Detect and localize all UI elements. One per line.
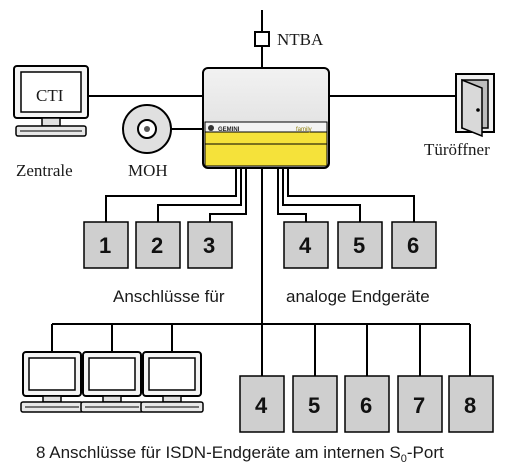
analog-port-1-label: 1 bbox=[99, 233, 111, 258]
isdn-port-4-label: 4 bbox=[255, 393, 268, 418]
isdn-port-7: 7 bbox=[397, 375, 443, 433]
isdn-port-5: 5 bbox=[292, 375, 338, 433]
isdn-pc-2-icon bbox=[80, 351, 144, 413]
ntba-label: NTBA bbox=[277, 30, 324, 49]
analog-port-3: 3 bbox=[187, 221, 233, 269]
pbx-model: family bbox=[296, 127, 312, 133]
footer-subscript: 0 bbox=[401, 453, 407, 465]
footer-caption: 8 Anschlüsse für ISDN-Endgeräte am inter… bbox=[36, 443, 444, 465]
analog-wiring bbox=[105, 168, 415, 324]
footer-main: 8 Anschlüsse für ISDN-Endgeräte am inter… bbox=[36, 443, 401, 462]
anschluesse-fuer-label: Anschlüsse für bbox=[113, 287, 225, 306]
isdn-port-8-label: 8 bbox=[464, 393, 476, 418]
analog-port-6-label: 6 bbox=[407, 233, 419, 258]
analog-port-4: 4 bbox=[283, 221, 329, 269]
pbx-logo-icon bbox=[208, 125, 214, 131]
analog-port-1: 1 bbox=[83, 221, 129, 269]
zentrale-label: Zentrale bbox=[16, 161, 73, 180]
analog-port-2: 2 bbox=[135, 221, 181, 269]
isdn-port-4: 4 bbox=[239, 375, 285, 433]
isdn-port-7-label: 7 bbox=[413, 393, 425, 418]
analog-port-5: 5 bbox=[337, 221, 383, 269]
tueroeffner-label: Türöffner bbox=[424, 140, 490, 159]
analog-port-3-label: 3 bbox=[203, 233, 215, 258]
cti-computer-icon bbox=[13, 65, 89, 137]
pbx-unit: GEMINI family bbox=[202, 67, 330, 169]
pbx-brand: GEMINI bbox=[218, 127, 240, 133]
analoge-endgeraete-label: analoge Endgeräte bbox=[286, 287, 430, 306]
isdn-port-6: 6 bbox=[344, 375, 390, 433]
isdn-pc-3-icon bbox=[140, 351, 204, 413]
moh-cd-icon bbox=[122, 104, 172, 154]
isdn-bus bbox=[51, 323, 471, 376]
analog-port-4-label: 4 bbox=[299, 233, 312, 258]
analog-port-6: 6 bbox=[391, 221, 437, 269]
moh-label: MOH bbox=[128, 161, 168, 180]
analog-port-2-label: 2 bbox=[151, 233, 163, 258]
analog-port-5-label: 5 bbox=[353, 233, 365, 258]
ntba-box bbox=[254, 31, 270, 47]
isdn-port-8: 8 bbox=[448, 375, 494, 433]
isdn-pc-1-icon bbox=[20, 351, 84, 413]
isdn-port-5-label: 5 bbox=[308, 393, 320, 418]
isdn-port-6-label: 6 bbox=[360, 393, 372, 418]
door-opener-icon bbox=[455, 73, 495, 138]
footer-tail: -Port bbox=[407, 443, 444, 462]
cti-label: CTI bbox=[36, 86, 64, 105]
